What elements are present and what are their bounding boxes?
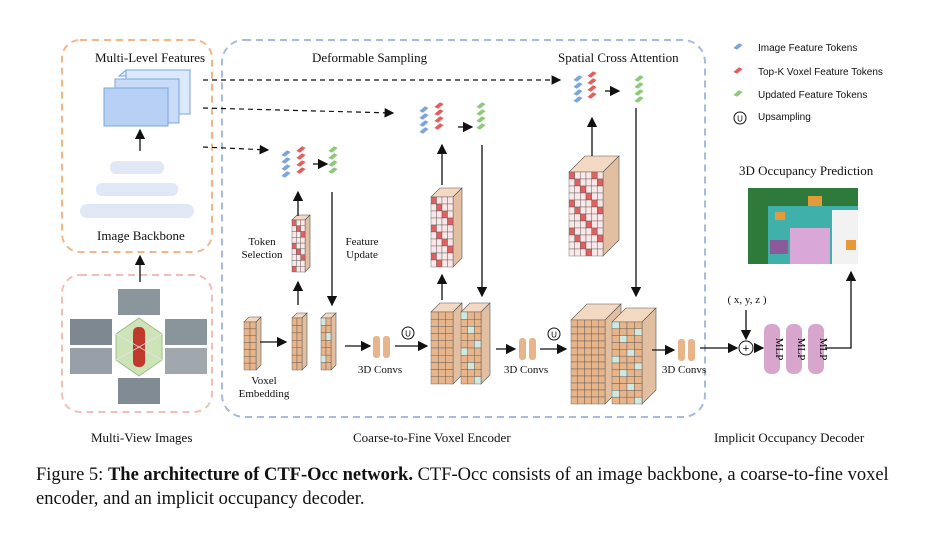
multi-view-images-label: Multi-View Images xyxy=(91,430,193,445)
mlp-block-2: MLP xyxy=(786,324,807,374)
legend-icons xyxy=(732,42,744,98)
svg-text:MLP: MLP xyxy=(817,338,829,361)
conv-label-3: 3D Convs xyxy=(661,364,707,376)
topk-token-stack xyxy=(433,101,445,131)
upsampling-icon-2: U xyxy=(547,327,561,341)
upsampling-icon-1: U xyxy=(401,326,415,340)
refined-voxel-grid-1 xyxy=(460,302,491,385)
green-token-icon xyxy=(732,89,744,98)
conv-block-3 xyxy=(678,339,695,361)
voxel-embedding-label: Voxel Embedding xyxy=(238,375,290,400)
voxel-grids xyxy=(243,155,657,405)
conv-block-2 xyxy=(519,338,536,360)
token-selection-label: Token Selection xyxy=(241,236,283,261)
dashed-feature-arrows xyxy=(202,75,562,155)
updated-token-stack xyxy=(633,74,645,104)
image-token-stack xyxy=(280,149,292,179)
token-groups xyxy=(280,70,645,179)
caption-body: CTF-Occ consists of an image backbone, a… xyxy=(36,465,889,509)
caption-prefix: Figure 5: xyxy=(36,465,108,485)
mlp-block-3: MLP xyxy=(808,324,829,374)
encoder-label: Coarse-to-Fine Voxel Encoder xyxy=(353,430,511,445)
selected-grid-3 xyxy=(568,155,620,257)
svg-text:MLP: MLP xyxy=(773,338,785,361)
updated-token-stack xyxy=(475,101,487,131)
conv-label-1: 3D Convs xyxy=(357,364,403,376)
occupancy-prediction-image xyxy=(748,188,858,264)
selected-grid-2 xyxy=(430,187,463,268)
multi-level-features-icon xyxy=(103,69,192,127)
updated-voxel-grid xyxy=(320,312,337,371)
image-token-stack xyxy=(418,105,430,135)
query-coordinates-label: ( x, y, z ) xyxy=(727,294,767,306)
updated-token-stack xyxy=(327,145,339,175)
topk-token-stack xyxy=(586,70,598,100)
flow-arrows xyxy=(134,85,857,356)
legend-label-image-tokens: Image Feature Tokens xyxy=(758,43,858,54)
legend-label-updated-tokens: Updated Feature Tokens xyxy=(758,90,868,101)
image-backbone-label: Image Backbone xyxy=(97,228,185,243)
plus-node: + xyxy=(738,340,754,356)
topk-voxel-grid xyxy=(291,312,308,371)
svg-text:+: + xyxy=(743,343,749,355)
voxel-embedding-grid xyxy=(243,316,262,371)
conv-label-2: 3D Convs xyxy=(503,364,549,376)
architecture-diagram: U U + MLP MLP MLP U xyxy=(61,39,858,418)
legend-label-upsampling: Upsampling xyxy=(758,112,811,123)
upsampled-voxel-grid-1 xyxy=(430,302,463,385)
legend-upsampling-icon: U xyxy=(733,111,747,125)
multi-level-features-label: Multi-Level Features xyxy=(95,50,206,65)
red-token-icon xyxy=(732,66,744,75)
svg-text:U: U xyxy=(737,115,743,124)
occupancy-prediction-label: 3D Occupancy Prediction xyxy=(739,163,874,178)
image-token-stack xyxy=(572,74,584,104)
svg-text:U: U xyxy=(551,331,557,340)
svg-text:MLP: MLP xyxy=(795,338,807,361)
svg-text:U: U xyxy=(405,330,411,339)
mlp-block-1: MLP xyxy=(764,324,785,374)
backbone-pyramid-icon xyxy=(80,161,194,218)
deformable-sampling-label: Deformable Sampling xyxy=(312,50,428,65)
figure-caption: Figure 5: The architecture of CTF-Occ ne… xyxy=(36,463,916,511)
legend-label-topk-tokens: Top-K Voxel Feature Tokens xyxy=(758,67,883,78)
spatial-cross-attention-label: Spatial Cross Attention xyxy=(558,50,679,65)
image-backbone-frame xyxy=(61,39,213,253)
feature-update-label: Feature Update xyxy=(345,236,379,261)
conv-block-1 xyxy=(373,336,390,358)
blue-token-icon xyxy=(732,42,744,51)
caption-title: The architecture of CTF-Occ network. xyxy=(107,465,413,485)
multi-view-frame xyxy=(61,274,213,413)
topk-token-stack xyxy=(295,145,307,175)
selected-token-grid xyxy=(291,214,311,273)
refined-voxel-grid-2 xyxy=(611,307,657,405)
multi-view-images xyxy=(70,289,207,404)
decoder-label: Implicit Occupancy Decoder xyxy=(714,430,865,445)
encoder-frame xyxy=(221,39,706,418)
